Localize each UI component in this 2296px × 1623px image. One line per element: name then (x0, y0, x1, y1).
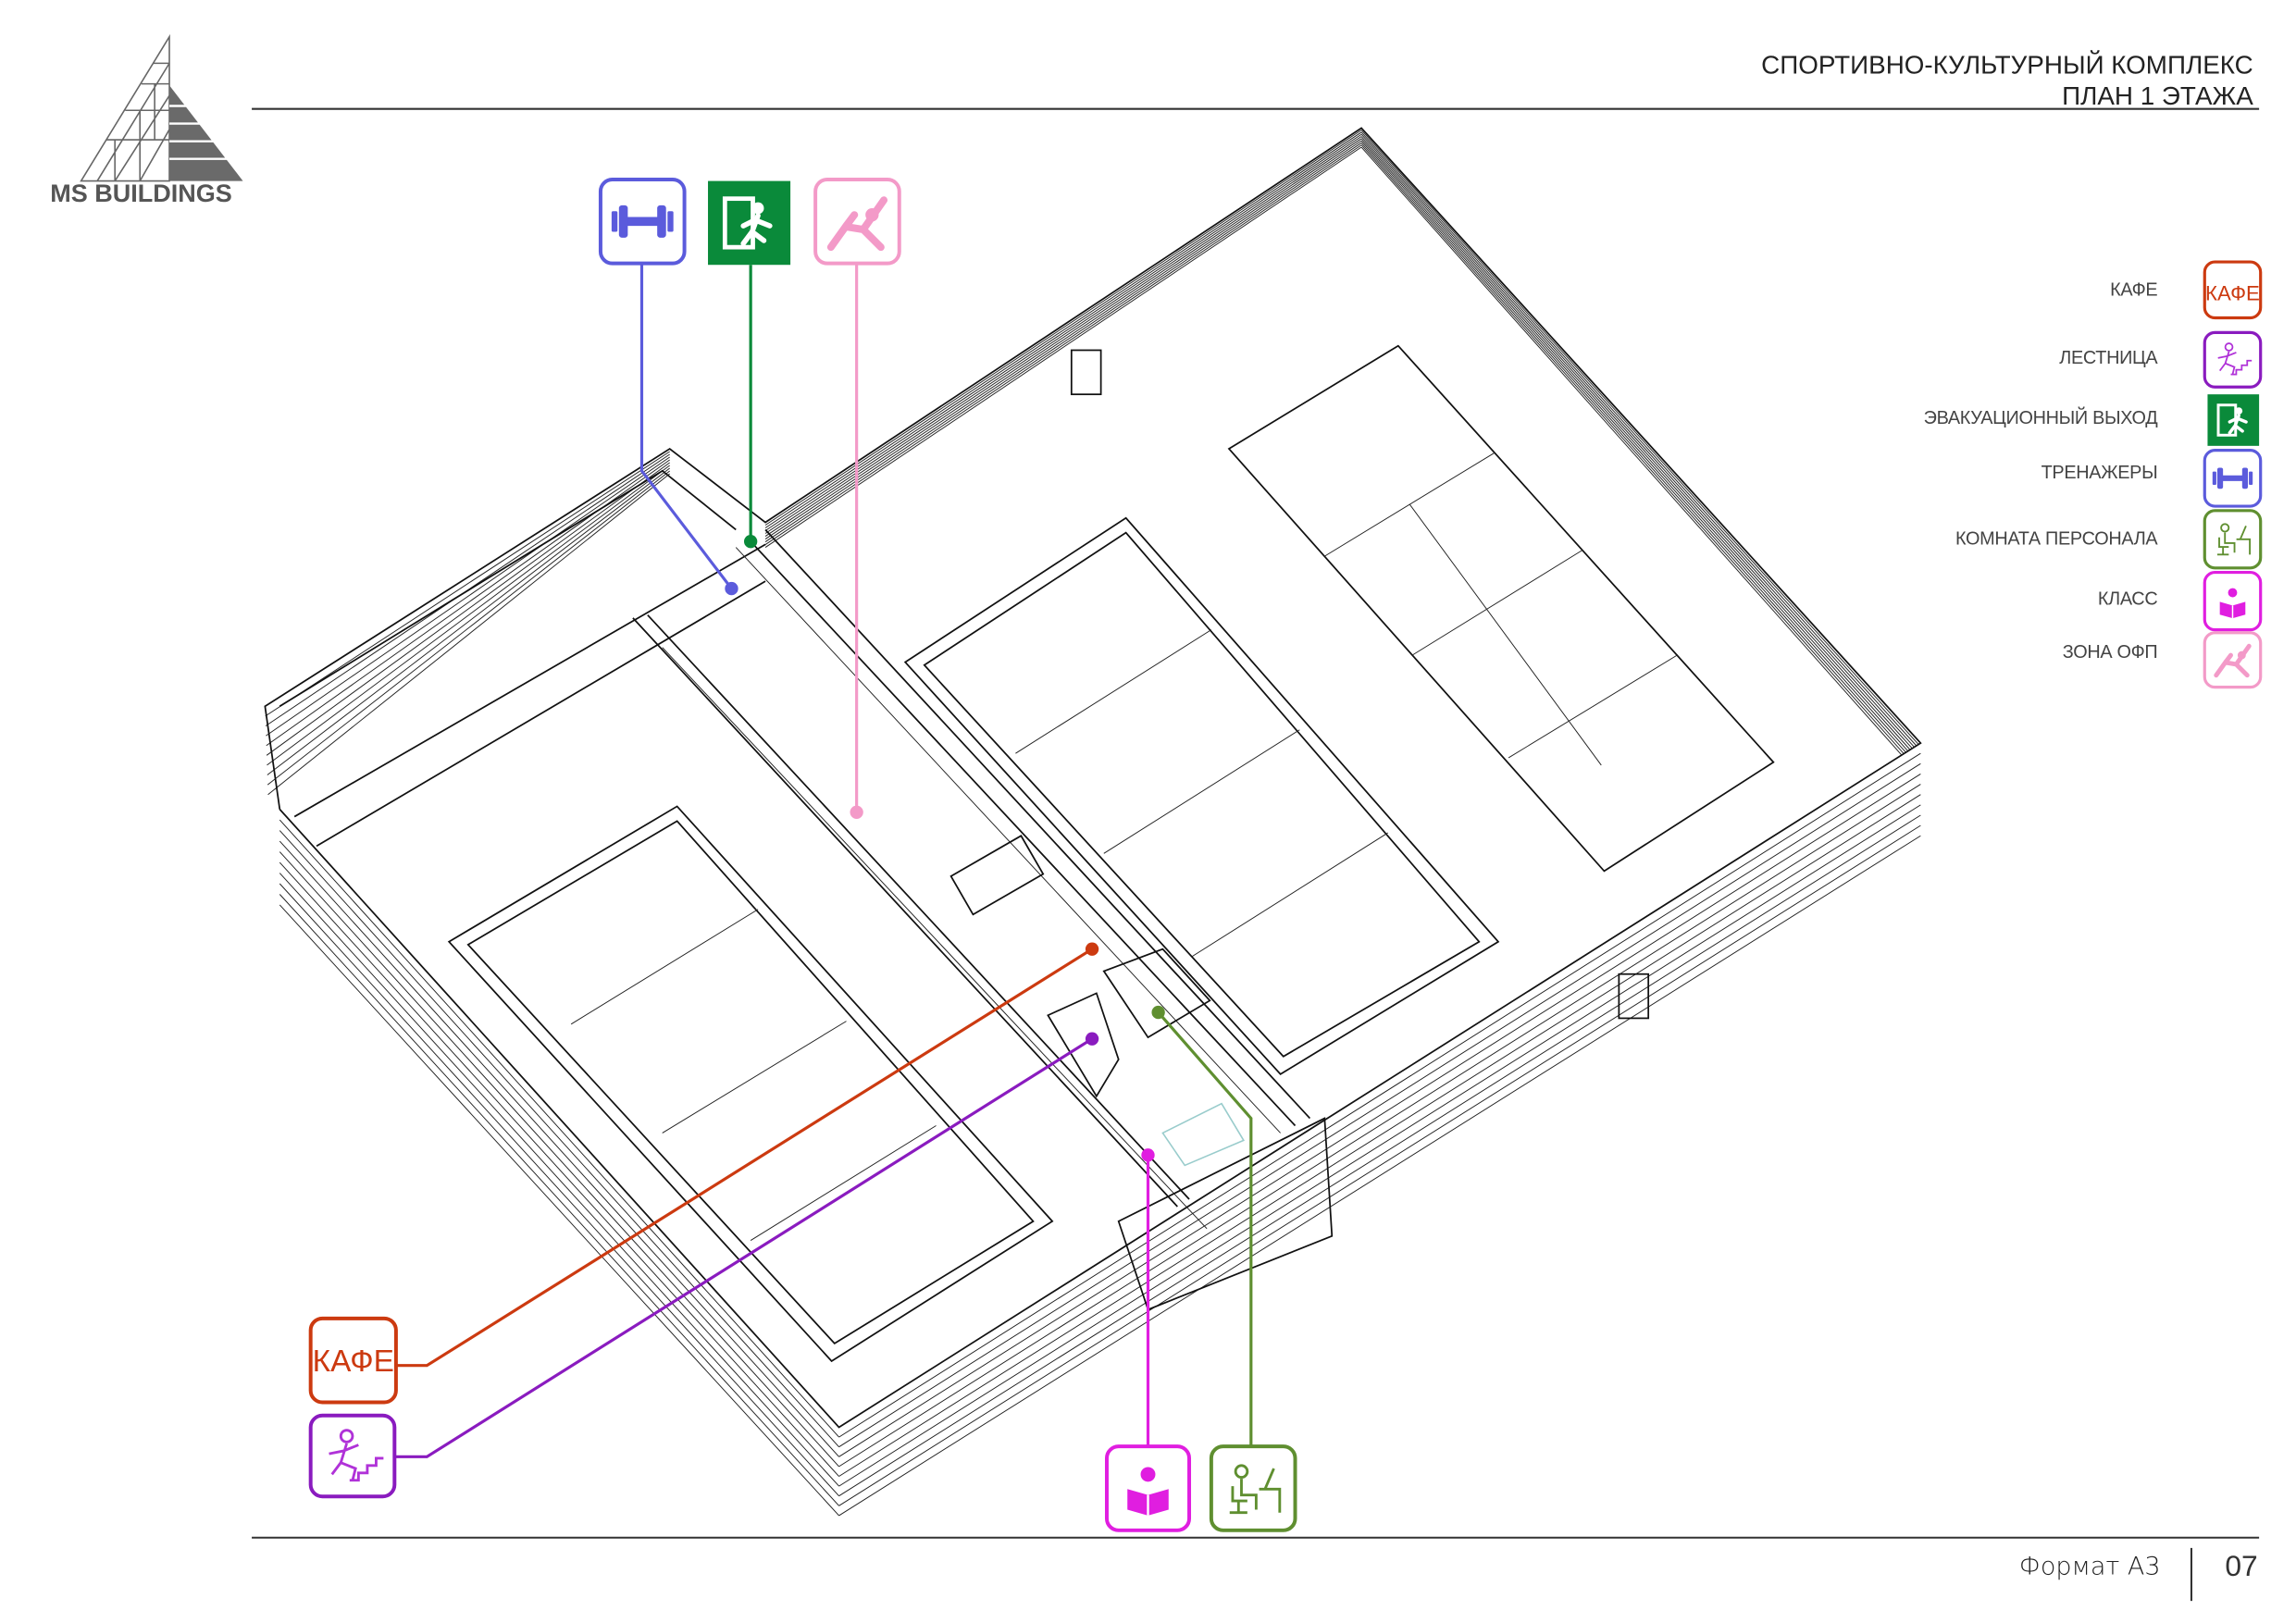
legend-label: КОМНАТА ПЕРСОНАЛА (1955, 528, 2158, 549)
callout-staff (1209, 1444, 1297, 1532)
siding-line (279, 851, 839, 1468)
siding-line (764, 133, 1362, 531)
callout-gym (598, 178, 687, 266)
siding-line (1360, 130, 1919, 745)
court-middle (903, 516, 1500, 1075)
callout-stairs (308, 1413, 397, 1499)
legend-item-class: КЛАСС (2098, 571, 2263, 632)
siding-line (266, 462, 670, 756)
siding-line (266, 456, 670, 737)
siding-line (279, 894, 839, 1506)
siding-line (838, 804, 1921, 1487)
callout-dots (725, 535, 1165, 1162)
stair-well (1047, 992, 1120, 1098)
cafe-icon: КАФЕ (313, 1344, 394, 1379)
court-right (1227, 344, 1775, 873)
legend-item-cafe: КАФЕ КАФЕ (2110, 260, 2263, 320)
siding-line (838, 794, 1921, 1477)
siding-line (267, 467, 670, 775)
siding-line (764, 136, 1362, 534)
company-logo: MS BUILDINGS (50, 33, 243, 207)
sheet-title: СПОРТИВНО-КУЛЬТУРНЫЙ КОМПЛЕКС (1761, 51, 2253, 80)
door (1070, 349, 1102, 396)
siding-line (764, 138, 1362, 537)
roof-outline (264, 127, 1922, 1429)
siding-line (764, 130, 1362, 526)
callout-fitness (813, 178, 901, 266)
court-left (447, 805, 1054, 1363)
leader-stairs (394, 1037, 1093, 1458)
siding-line (1360, 140, 1908, 751)
legend-label: ЛЕСТНИЦА (2059, 348, 2158, 368)
annex-parapet (279, 469, 737, 708)
leader-gym (639, 265, 733, 590)
callout-leaders (394, 265, 1253, 1458)
classroom-table (1161, 1102, 1246, 1167)
siding-line (1360, 144, 1905, 754)
logo-pyramid-icon (80, 33, 243, 182)
siding-line (838, 784, 1921, 1468)
page-number: 07 (2225, 1549, 2257, 1582)
door (1618, 973, 1650, 1020)
callout-class (1104, 1444, 1192, 1532)
wall-siding-lines (265, 127, 1921, 1517)
legend: КАФЕ КАФЕ ЛЕСТНИЦА ЭВАКУАЦИОННЫЙ ВЫХОД Т… (1924, 260, 2263, 689)
siding-line (279, 873, 839, 1487)
siding-line (279, 840, 839, 1457)
central-corridor (632, 349, 1650, 1311)
entrance-block (1117, 1117, 1334, 1311)
siding-line (838, 814, 1921, 1497)
siding-line (279, 819, 839, 1438)
legend-label: КАФЕ (2110, 280, 2157, 301)
siding-line (1360, 136, 1913, 750)
siding-line (1360, 131, 1917, 747)
legend-item-staff-room: КОМНАТА ПЕРСОНАЛА (1955, 509, 2263, 570)
siding-line (267, 470, 670, 786)
legend-item-stairs: ЛЕСТНИЦА (2059, 330, 2263, 389)
leader-cafe (395, 948, 1093, 1368)
siding-line (764, 144, 1362, 545)
paper-format: Формат А3 (2019, 1553, 2161, 1581)
siding-line (764, 146, 1362, 548)
siding-line (279, 883, 839, 1497)
siding-line (764, 131, 1362, 528)
legend-label: ЭВАКУАЦИОННЫЙ ВЫХОД (1924, 406, 2159, 428)
logo-text: MS BUILDINGS (50, 180, 232, 207)
siding-line (838, 824, 1921, 1506)
left-hall-back-wall (293, 543, 766, 848)
staff-room (1102, 948, 1211, 1039)
callout-cafe: КАФЕ (308, 1316, 398, 1405)
legend-item-gym: ТРЕНАЖЕРЫ (2042, 449, 2263, 508)
siding-line (838, 762, 1921, 1448)
legend-label: ЗОНА ОФП (2063, 642, 2158, 663)
siding-line (265, 451, 670, 717)
isometric-building-plan (264, 127, 1922, 1517)
leader-staff (1157, 1011, 1253, 1447)
siding-line (838, 835, 1921, 1517)
callout-exit (708, 180, 791, 266)
siding-line (1360, 133, 1915, 748)
legend-item-exit: ЭВАКУАЦИОННЫЙ ВЫХОД (1924, 394, 2260, 446)
siding-line (1360, 138, 1911, 750)
siding-line (764, 142, 1362, 542)
siding-line (1360, 142, 1906, 753)
siding-line (279, 904, 839, 1517)
siding-line (1360, 146, 1903, 756)
cafe-counter (949, 835, 1045, 916)
siding-line (838, 774, 1921, 1457)
siding-line (279, 830, 839, 1448)
cafe-icon: КАФЕ (2205, 281, 2260, 304)
sheet-subtitle: ПЛАН 1 ЭТАЖА (2062, 81, 2253, 110)
legend-label: КЛАСС (2098, 589, 2158, 610)
legend-item-fitness-zone: ЗОНА ОФП (2063, 631, 2263, 689)
siding-line (279, 861, 839, 1477)
legend-label: ТРЕНАЖЕРЫ (2042, 463, 2158, 483)
siding-line (267, 473, 670, 796)
siding-line (838, 752, 1921, 1438)
siding-line (267, 465, 670, 766)
siding-line (764, 140, 1362, 539)
